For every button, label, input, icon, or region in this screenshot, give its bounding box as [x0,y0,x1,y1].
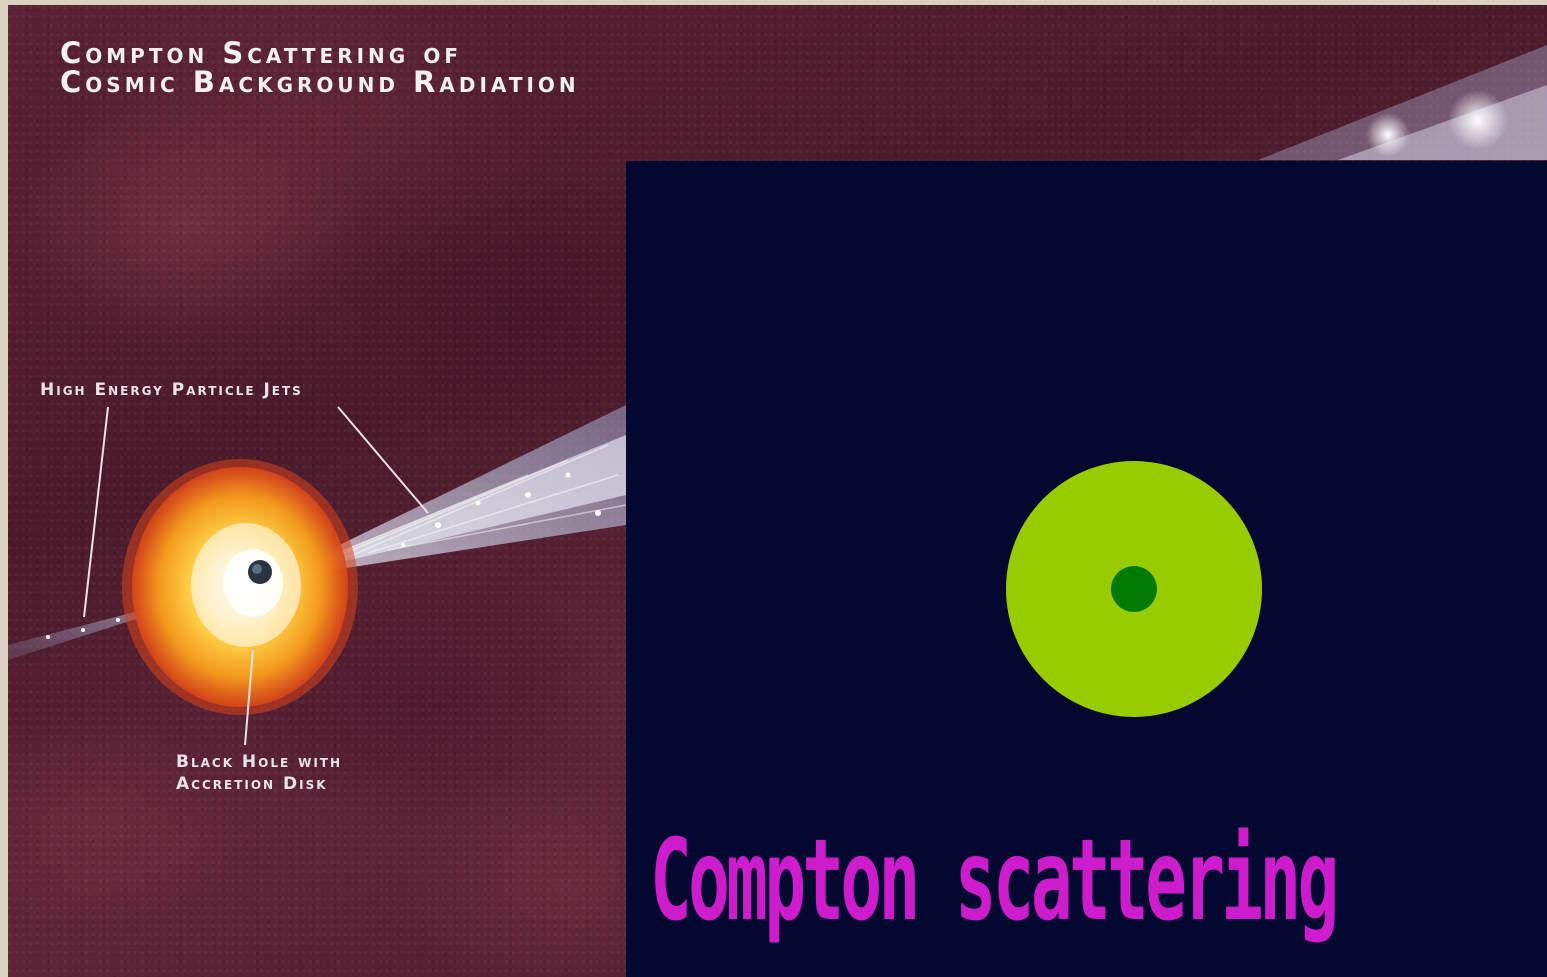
electron-dot [1111,566,1157,612]
callout-lines [83,406,429,746]
jets-label: High Energy Particle Jets [40,379,303,401]
title-line-2: Cosmic Background Radiation [60,65,580,99]
jets-label-text: High Energy Particle Jets [40,380,303,400]
compton-animation-panel: Compton scattering [626,161,1547,977]
upper-jet-glow [1258,45,1547,160]
illustration-frame: Compton Scattering of Cosmic Background … [8,5,1547,977]
title-line-1: Compton Scattering of [60,36,462,70]
illustration-title: Compton Scattering of Cosmic Background … [60,39,580,97]
black-hole-label-line-2: Accretion Disk [176,774,328,794]
compton-caption: Compton scattering [650,816,1339,946]
black-hole-label: Black Hole with Accretion Disk [176,751,342,795]
right-particle-jet [268,405,627,580]
black-hole-label-line-1: Black Hole with [176,752,343,772]
compton-diagram [1006,461,1262,717]
black-hole-illustration [8,45,1547,746]
accretion-disk [122,459,358,715]
